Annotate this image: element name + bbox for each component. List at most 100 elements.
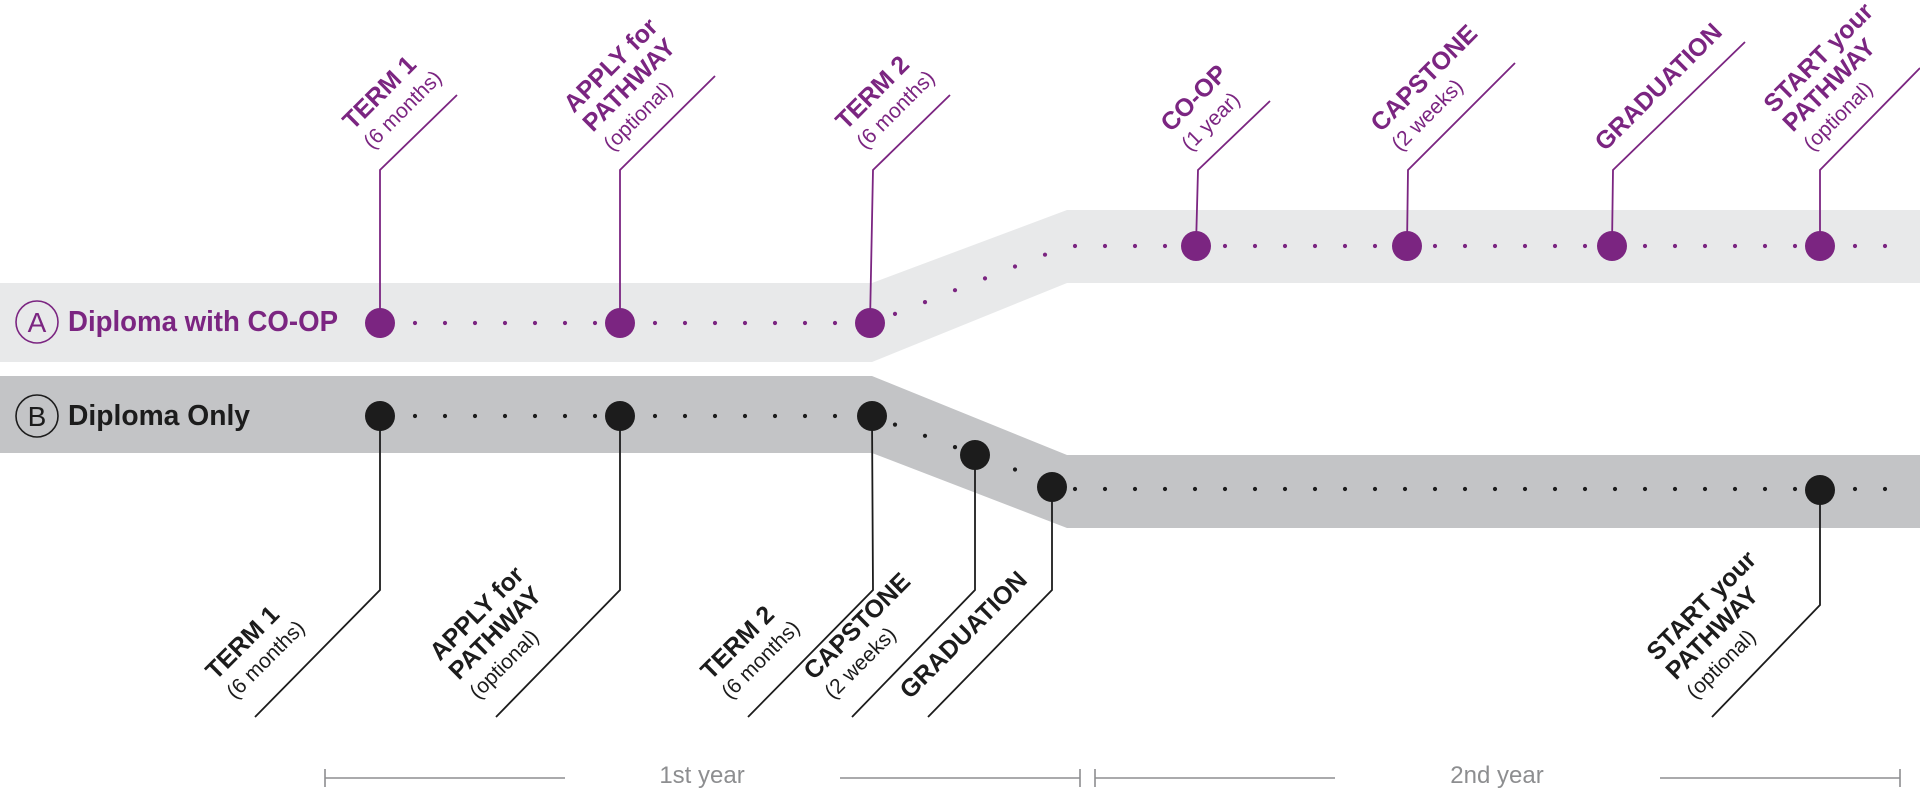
track-b-path-dot-46: [1792, 486, 1798, 492]
track-b-path-dot-13: [802, 413, 808, 419]
track-a-label-2: TERM 2(6 months): [830, 51, 939, 154]
track-a-path-dot-38: [1552, 243, 1558, 249]
track-b-path-dot-1: [442, 413, 448, 419]
track-a-label-3: CO-OP(1 year): [1155, 59, 1244, 155]
track-a-path-dot-21: [1042, 252, 1048, 257]
track-a-path-dot-42: [1672, 243, 1678, 249]
track-a-path-dot-25: [1162, 243, 1168, 249]
track-b-path-dot-24: [1132, 486, 1138, 492]
track-b-path-dot-11: [742, 413, 748, 419]
track-a-path-dot-41: [1642, 243, 1648, 249]
track-b-path-dot-49: [1882, 486, 1888, 492]
track-b-path-dot-37: [1522, 486, 1528, 492]
track-a-band: [0, 210, 1920, 362]
track-b-path-dot-12: [772, 413, 778, 419]
track-b-milestones: [365, 401, 1835, 505]
track-a-path-dot-32: [1372, 243, 1378, 249]
track-a-path-dot-12: [772, 320, 778, 326]
track-a-label-5: GRADUATION: [1589, 18, 1727, 156]
track-a-path-dot-44: [1732, 243, 1738, 249]
track-b-path-dot-18: [952, 445, 958, 450]
track-a-label-4: CAPSTONE(2 weeks): [1365, 19, 1483, 155]
track-a-path-dot-19: [982, 276, 988, 281]
track-a-leader-1: [619, 75, 716, 323]
track-b-leader-3: [851, 455, 976, 718]
track-b-path-dot-17: [922, 433, 928, 438]
track-b-path-dot-43: [1702, 486, 1708, 492]
track-a-path-dot-3: [502, 320, 508, 326]
track-a-path-dot-10: [712, 320, 718, 326]
track-b-title: Diploma Only: [68, 400, 250, 432]
track-a-milestone-dot-4: [1392, 231, 1422, 261]
track-a-path-dot-8: [652, 320, 658, 326]
year-scale: [324, 769, 1901, 787]
track-b-leader-4: [927, 487, 1053, 718]
track-b-path-dot-3: [502, 413, 508, 419]
track-b-leader-5: [1711, 490, 1821, 718]
track-a-path-dot-1: [442, 320, 448, 326]
track-b-path-dot-35: [1462, 486, 1468, 492]
track-b-milestone-dot-1: [605, 401, 635, 431]
track-b-path-dot-8: [652, 413, 658, 419]
track-a-leader-lines: [379, 41, 1920, 324]
track-a-path-dot-43: [1702, 243, 1708, 249]
track-a-path-dot-48: [1852, 243, 1858, 249]
track-a-path-dot-4: [532, 320, 538, 326]
track-a-path-dot-37: [1522, 243, 1528, 249]
track-a-milestone-dot-2: [855, 308, 885, 338]
track-b-path-dot-14: [832, 413, 838, 419]
track-a-path-dot-22: [1072, 243, 1078, 249]
track-b-path-dot-28: [1252, 486, 1258, 492]
track-a-label-0: TERM 1(6 months): [337, 50, 446, 153]
track-b-milestone-dot-5: [1805, 475, 1835, 505]
track-b-path-dot-4: [532, 413, 538, 419]
track-b-path-dot-40: [1612, 486, 1618, 492]
track-b-leader-2: [747, 415, 874, 718]
track-b-path-dot-5: [562, 413, 568, 419]
track-b-path-dot-34: [1432, 486, 1438, 492]
track-b-milestone-dot-0: [365, 401, 395, 431]
track-a-path-dot-2: [472, 320, 478, 326]
track-a-path-dot-9: [682, 320, 688, 326]
track-b-path-dot-20: [1012, 467, 1018, 472]
track-b-label-0: TERM 1(6 months): [200, 600, 309, 703]
track-a-label-5-line-0: GRADUATION: [1589, 18, 1727, 156]
track-a-path-dot-18: [952, 288, 958, 293]
track-a-path-dot-11: [742, 320, 748, 326]
track-b-path-dot-30: [1312, 486, 1318, 492]
track-b-path-dot-10: [712, 413, 718, 419]
track-b-leader-1: [495, 416, 621, 718]
track-b-path-dot-41: [1642, 486, 1648, 492]
year-1-label: 1st year: [659, 762, 744, 789]
track-b-path-dot-27: [1222, 486, 1228, 492]
track-a-path-dot-13: [802, 320, 808, 326]
track-b-path-dot-29: [1282, 486, 1288, 492]
track-a-milestone-dot-1: [605, 308, 635, 338]
track-b-badge-letter: B: [28, 401, 47, 432]
track-b-header: B Diploma Only: [15, 394, 250, 438]
track-a-path-dot-24: [1132, 243, 1138, 249]
track-a-milestone-dot-5: [1597, 231, 1627, 261]
track-a-leader-6: [1819, 67, 1920, 246]
track-b-leader-0: [254, 416, 381, 718]
track-a-leader-4: [1406, 62, 1516, 247]
track-a-header: A Diploma with CO-OP: [15, 300, 338, 344]
track-b-path-dot-32: [1372, 486, 1378, 492]
track-a-path-dot-27: [1222, 243, 1228, 249]
track-b-path-dot-22: [1072, 486, 1078, 492]
track-b-path-dot-26: [1192, 486, 1198, 492]
track-b-path-dot-9: [682, 413, 688, 419]
track-a-path-dot-36: [1492, 243, 1498, 249]
track-a-path-dot-34: [1432, 243, 1438, 249]
track-b-path-dot-38: [1552, 486, 1558, 492]
track-a-leader-2: [869, 94, 951, 324]
track-a-path-dot-46: [1792, 243, 1798, 249]
track-a-path-dot-29: [1282, 243, 1288, 249]
track-b-badge: [15, 394, 59, 438]
track-a-path-dot-35: [1462, 243, 1468, 249]
track-a-leader-3: [1195, 100, 1271, 247]
track-b-path-dot-25: [1162, 486, 1168, 492]
track-a-leader-5: [1611, 41, 1746, 247]
